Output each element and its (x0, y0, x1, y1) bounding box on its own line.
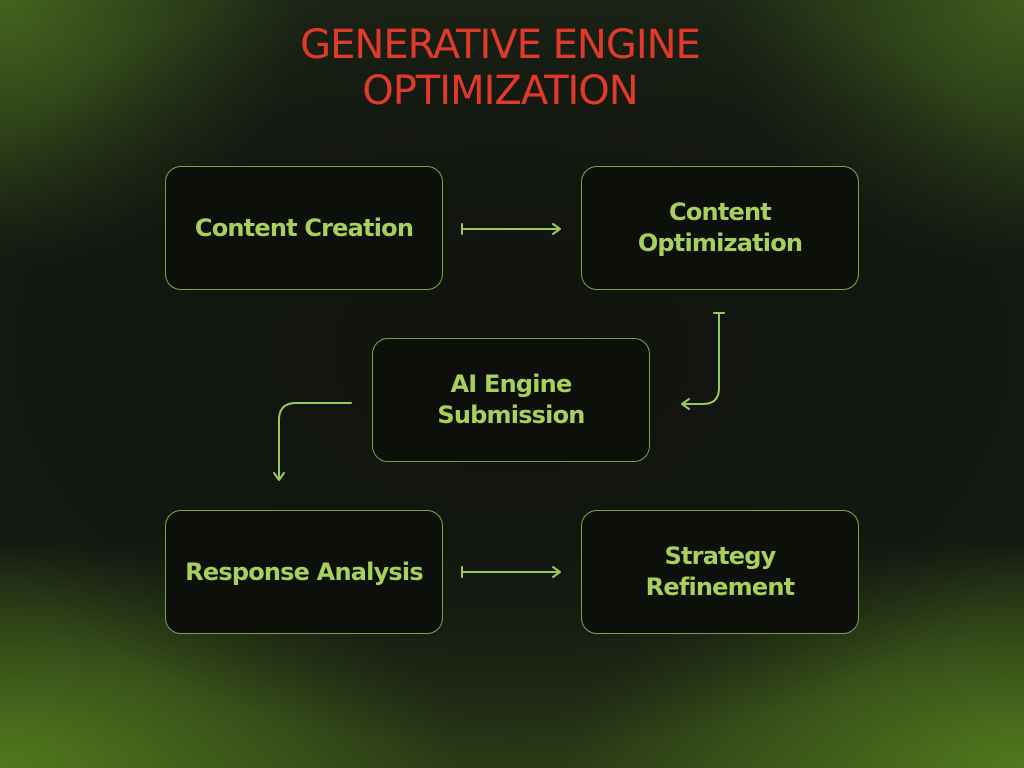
step-content-creation: Content Creation (165, 166, 443, 290)
step-label: Submission (437, 401, 585, 429)
arrow-right-icon (461, 566, 561, 578)
arrow-right-icon (461, 223, 561, 235)
step-response-analysis: Response Analysis (165, 510, 443, 634)
step-content-optimization: Content Optimization (581, 166, 859, 290)
step-ai-engine-submission: AI Engine Submission (372, 338, 650, 462)
diagram-title-line-2: OPTIMIZATION (362, 68, 638, 114)
step-label: Content (669, 198, 772, 226)
curved-arrow-down-left-icon (681, 312, 725, 410)
step-label: Strategy (664, 542, 777, 570)
step-strategy-refinement: Strategy Refinement (581, 510, 859, 634)
step-label: Content Creation (194, 213, 414, 242)
step-label: Optimization (637, 229, 803, 257)
step-label: AI Engine (450, 370, 573, 398)
curved-arrow-left-down-icon (273, 402, 352, 481)
step-label: Refinement (645, 573, 795, 601)
diagram-title-line-1: GENERATIVE ENGINE (300, 22, 701, 68)
step-label: Response Analysis (185, 557, 423, 586)
